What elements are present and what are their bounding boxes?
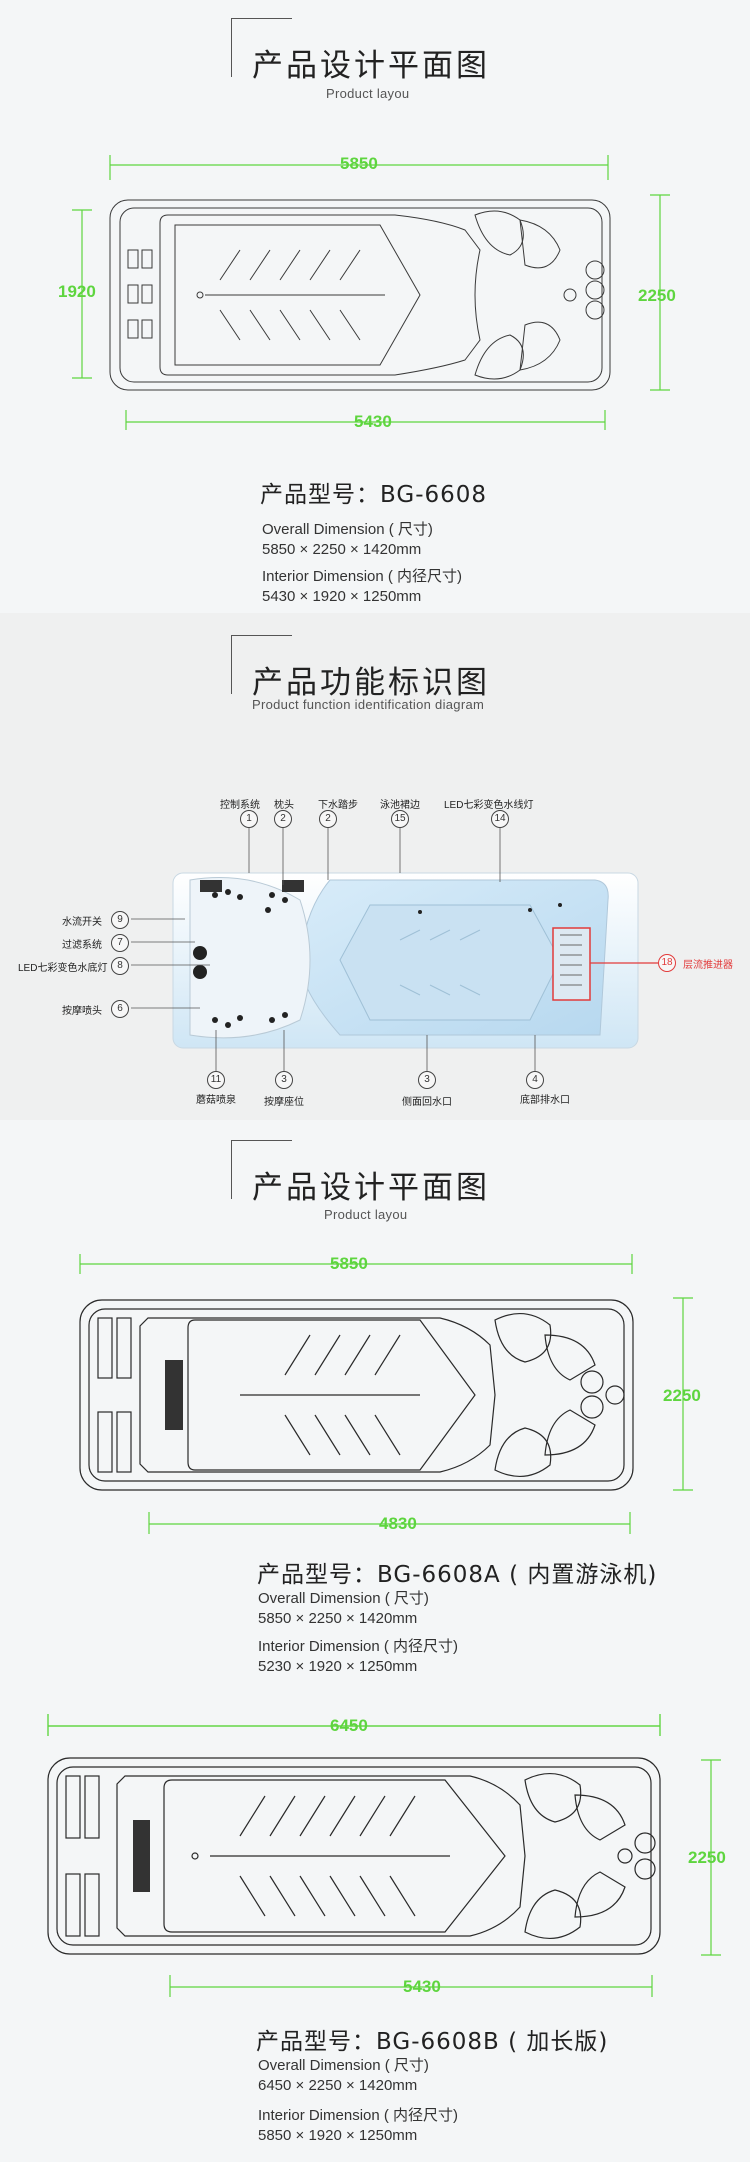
overall-dimension-value: 5850 × 2250 × 1420mm: [262, 541, 422, 558]
interior-dimension-label: Interior Dimension ( 内径尺寸): [258, 1638, 459, 1655]
dimension-right-label: 2250: [688, 1848, 726, 1867]
header-bracket: [231, 1140, 292, 1199]
pool-floor-pattern: [339, 904, 561, 1021]
pillow: [282, 880, 304, 892]
dimension-right-label: 2250: [663, 1386, 701, 1405]
section-subtitle: Product layou: [326, 86, 410, 101]
callout-leaders: [131, 826, 536, 1078]
callout-number: 15: [391, 810, 409, 828]
section-subtitle: Product function identification diagram: [252, 697, 485, 712]
interior-dimension-value: 5230 × 1920 × 1250mm: [258, 1658, 418, 1675]
pool-plan-a-drawing: [47, 1254, 693, 1736]
callout-number: 2: [274, 810, 292, 828]
pillow: [200, 880, 222, 892]
overall-dimension-label: Overall Dimension ( 尺寸): [258, 2057, 429, 2074]
interior-dimension-value: 5850 × 1920 × 1250mm: [258, 2127, 418, 2144]
dimension-bottom-label: 4830: [379, 1514, 417, 1533]
model-number: 产品型号：BG-6608: [260, 482, 488, 508]
callout-label-entry-steps: 下水踏步: [318, 800, 358, 811]
dimension-lines: [72, 155, 670, 430]
section-title: 产品设计平面图: [252, 1170, 490, 1206]
spa-jets: [193, 889, 562, 1028]
pool-3d-render: [131, 826, 658, 1078]
overall-dimension-value: 5850 × 2250 × 1420mm: [258, 1610, 418, 1627]
pool-outline: [79, 1299, 634, 1491]
callout-label-massage-jets: 按摩喷头: [62, 1006, 102, 1017]
dimension-bottom-label: 5430: [354, 412, 392, 431]
callout-number: 9: [111, 911, 129, 929]
callout-number: 11: [207, 1071, 225, 1089]
dimension-right-label: 2250: [638, 286, 676, 305]
callout-label-filter-system: 过滤系统: [62, 940, 102, 951]
callout-label-laminar-jet: 层流推进器: [683, 960, 733, 971]
callout-number: 2: [319, 810, 337, 828]
callout-label-pillow: 枕头: [274, 800, 294, 811]
spa-seating-area: [189, 877, 311, 1039]
callout-label-mushroom-fountain: 蘑菇喷泉: [196, 1095, 236, 1106]
callout-number: 8: [111, 957, 129, 975]
overall-dimension-label: Overall Dimension ( 尺寸): [258, 1590, 429, 1607]
dimension-top-label: 6450: [330, 1716, 368, 1735]
callout-label-pool-skirt: 泳池裙边: [380, 800, 420, 811]
callout-number: 4: [526, 1071, 544, 1089]
callout-number: 18: [658, 954, 676, 972]
dimension-lines: [79, 1254, 693, 1534]
model-number: 产品型号：BG-6608A ( 内置游泳机): [257, 1562, 658, 1588]
swim-machine-grille: [133, 1820, 150, 1892]
dimension-top-label: 5850: [330, 1254, 368, 1273]
dimension-bottom-label: 5430: [403, 1977, 441, 1996]
dimension-top-label: 5850: [340, 154, 378, 173]
callout-label-massage-seat: 按摩座位: [264, 1097, 304, 1108]
interior-dimension-label: Interior Dimension ( 内径尺寸): [258, 2107, 459, 2124]
callout-number: 1: [240, 810, 258, 828]
callout-number: 7: [111, 934, 129, 952]
callout-label-led-waterline-light: LED七彩变色水线灯: [444, 800, 534, 811]
model-number: 产品型号：BG-6608B ( 加长版): [256, 2029, 609, 2055]
callout-number: 3: [418, 1071, 436, 1089]
overall-dimension-label: Overall Dimension ( 尺寸): [262, 521, 433, 538]
pool-outline: [47, 1757, 661, 1955]
callout-label-control-system: 控制系统: [220, 800, 260, 811]
interior-dimension-label: Interior Dimension ( 内径尺寸): [262, 568, 463, 585]
laminar-jet-grille: [560, 934, 582, 986]
dimension-lines: [47, 1714, 721, 1997]
section-title: 产品功能标识图: [252, 665, 490, 701]
dimension-left-label: 1920: [58, 282, 96, 301]
callout-label-led-underwater-light: LED七彩变色水底灯: [18, 963, 108, 974]
callout-label-side-return-inlet: 侧面回水口: [402, 1097, 452, 1108]
pool-outline: [109, 199, 611, 391]
header-bracket: [231, 18, 292, 77]
swim-machine-grille: [165, 1360, 183, 1430]
callout-label-water-switch: 水流开关: [62, 917, 102, 928]
interior-dimension-value: 5430 × 1920 × 1250mm: [262, 588, 422, 605]
header-bracket: [231, 635, 292, 694]
pool-plan-drawing: [72, 155, 670, 430]
laminar-jet-callout-box: [552, 927, 591, 1001]
callout-number: 3: [275, 1071, 293, 1089]
overall-dimension-value: 6450 × 2250 × 1420mm: [258, 2077, 418, 2094]
section-title: 产品设计平面图: [252, 48, 490, 84]
callout-number: 14: [491, 810, 509, 828]
callout-number: 6: [111, 1000, 129, 1018]
callout-label-bottom-drain: 底部排水口: [520, 1095, 570, 1106]
section-subtitle: Product layou: [324, 1207, 408, 1222]
